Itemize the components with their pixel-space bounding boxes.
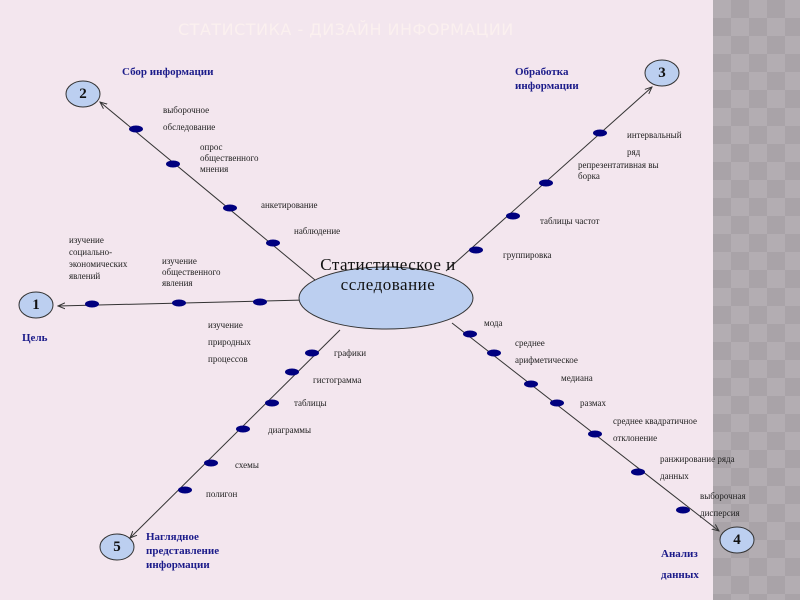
node-4-number: 4 xyxy=(733,532,741,548)
item-dot xyxy=(524,380,538,388)
node-4-circle xyxy=(719,526,755,554)
item-label: размах xyxy=(580,398,607,408)
item-label: репрезентативная выборка xyxy=(578,160,659,181)
category-goal: Цель xyxy=(22,332,48,344)
item-dot xyxy=(539,179,553,187)
center-node xyxy=(298,266,474,330)
item-dot xyxy=(178,486,192,494)
center-node-label: Статистическое исследование xyxy=(320,255,456,295)
item-dot xyxy=(676,506,690,514)
item-label: таблицы xyxy=(294,398,327,408)
item-label: мода xyxy=(484,318,503,328)
node-2-circle xyxy=(65,80,101,108)
category-data-processing: Обработка информации xyxy=(515,66,579,92)
item-label: гистограмма xyxy=(313,375,362,385)
item-dot xyxy=(550,399,564,407)
item-dot xyxy=(588,430,602,438)
branch-line-4 xyxy=(451,322,719,531)
item-label: таблицы частот xyxy=(540,216,600,226)
node-3-number: 3 xyxy=(658,65,666,81)
item-label: наблюдение xyxy=(294,226,341,236)
slide-title: СТАТИСТИКА - ДИЗАЙН ИНФОРМАЦИИ xyxy=(178,20,514,39)
node-2-number: 2 xyxy=(79,86,87,102)
item-label: схемы xyxy=(235,460,259,470)
item-dot xyxy=(223,204,237,212)
category-data-collection: Сбор информации xyxy=(122,66,214,78)
item-dot xyxy=(253,298,267,306)
node-3-circle xyxy=(644,59,680,87)
item-dot xyxy=(204,459,218,467)
item-label: интервальный ряд xyxy=(627,130,682,158)
node-1-number: 1 xyxy=(32,297,40,313)
item-label: анкетирование xyxy=(261,200,318,210)
item-label: ранжирование ряда данных xyxy=(660,454,735,482)
item-dot xyxy=(166,160,180,168)
item-label: группировка xyxy=(503,250,552,260)
item-dot xyxy=(469,246,483,254)
branch-line-3 xyxy=(445,87,652,272)
item-dot xyxy=(631,468,645,476)
item-label: графики xyxy=(334,348,367,358)
node-5-number: 5 xyxy=(113,539,121,555)
item-dot xyxy=(85,300,99,308)
item-dot xyxy=(463,330,477,338)
item-label: диаграммы xyxy=(268,425,312,435)
item-label: изучение социально-экономических явлений xyxy=(69,235,128,282)
item-dot xyxy=(593,129,607,137)
item-label: изучение общественного явления xyxy=(162,256,221,288)
item-dot xyxy=(265,399,279,407)
item-label: выборочная дисперсия xyxy=(700,491,746,519)
branch-line-5 xyxy=(130,329,341,538)
item-dot xyxy=(305,349,319,357)
category-visual-presentation: Наглядное представление информации xyxy=(146,531,220,571)
item-dot xyxy=(172,299,186,307)
node-1-circle xyxy=(18,291,54,319)
item-dot xyxy=(285,368,299,376)
item-dot xyxy=(506,212,520,220)
item-label: выборочное обследование xyxy=(163,105,216,133)
item-dot xyxy=(487,349,501,357)
category-data-analysis: Анализ данных xyxy=(661,548,699,581)
item-label: среднее квадратичное отклонение xyxy=(613,416,698,444)
item-label: опрос общественного мнения xyxy=(200,142,259,174)
item-dot xyxy=(266,239,280,247)
item-dot xyxy=(129,125,143,133)
item-label: изучение природных процессов xyxy=(208,320,251,365)
item-label: медиана xyxy=(561,373,593,383)
node-5-circle xyxy=(99,533,135,561)
item-label: среднее арифметическое xyxy=(515,338,578,366)
decorative-side-panel xyxy=(713,0,800,600)
item-dot xyxy=(236,425,250,433)
item-label: полигон xyxy=(206,489,238,499)
